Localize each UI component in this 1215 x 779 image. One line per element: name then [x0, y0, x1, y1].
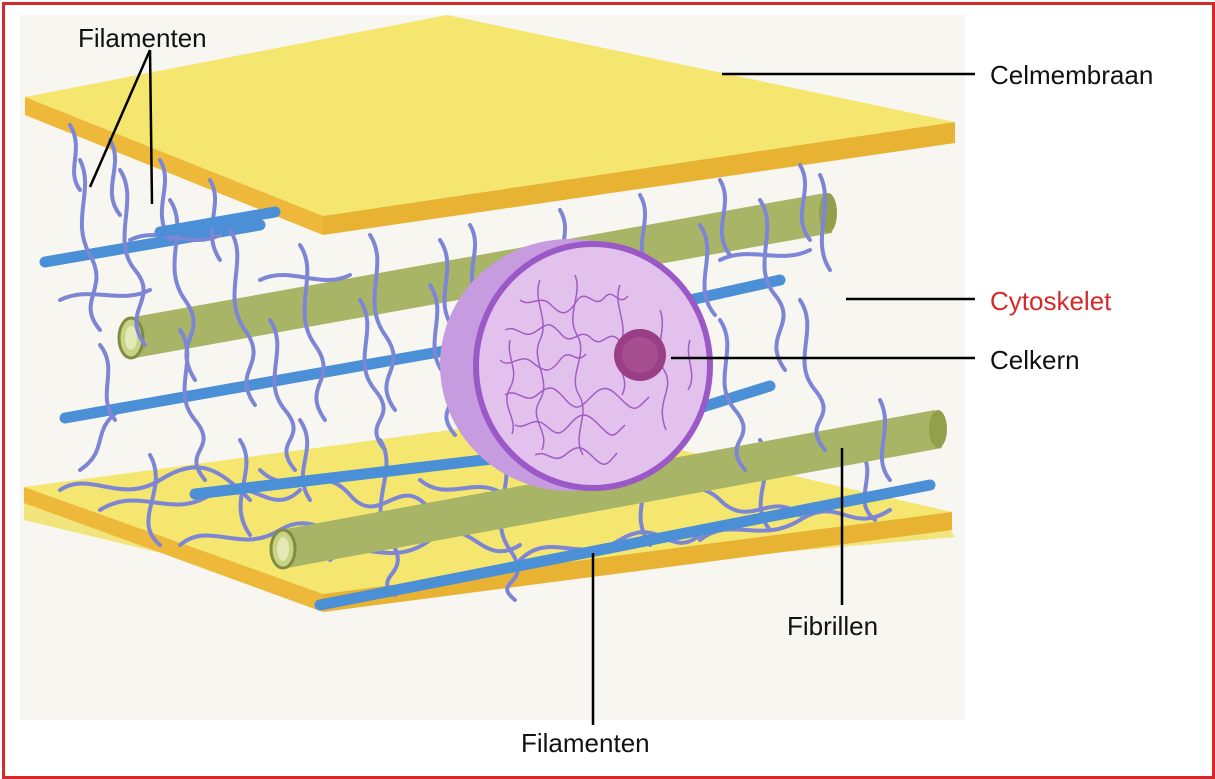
label-celmembraan: Celmembraan — [990, 62, 1153, 88]
label-cytoskelet: Cytoskelet — [990, 288, 1111, 314]
label-celkern: Celkern — [990, 347, 1080, 373]
label-fibrillen: Fibrillen — [787, 613, 878, 639]
label-filamenten-bottom: Filamenten — [521, 730, 650, 756]
nucleus — [440, 239, 710, 491]
label-filamenten-top: Filamenten — [78, 25, 207, 51]
